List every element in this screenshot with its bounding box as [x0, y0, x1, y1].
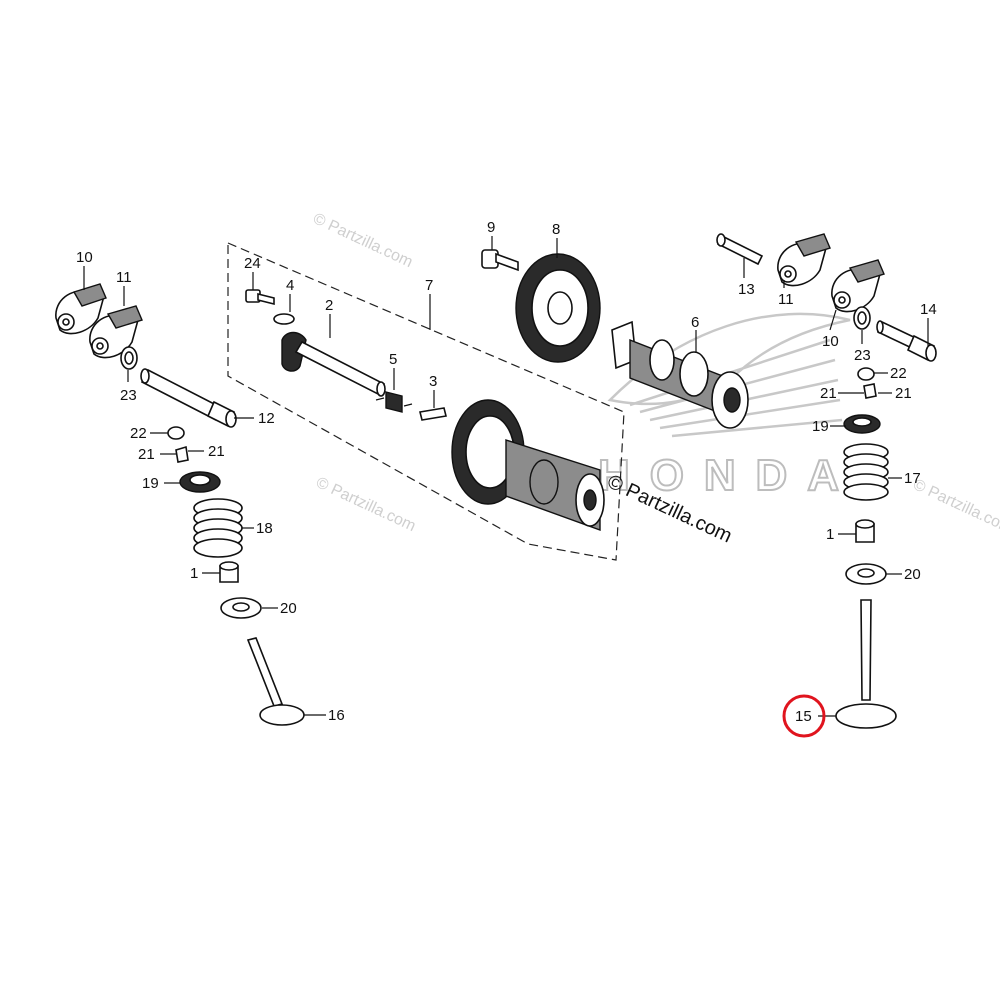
- spring-retainer-19-left: [179, 471, 221, 493]
- callout-1-left: 1: [190, 565, 198, 582]
- callout-3: 3: [429, 373, 437, 390]
- callout-14: 14: [920, 301, 937, 318]
- rocker-shaft-14: [876, 320, 937, 362]
- cotter-21-left: [175, 445, 189, 463]
- spring-5: [375, 391, 413, 413]
- rocker-arm-10-right: [831, 259, 885, 313]
- callout-20-left: 20: [280, 600, 297, 617]
- bolt-9: [481, 249, 519, 272]
- valve-15: [835, 599, 897, 729]
- callout-18: 18: [256, 520, 273, 537]
- cotter-22-right: [857, 367, 875, 381]
- callout-21-right-1: 21: [820, 385, 837, 402]
- callout-11-left: 11: [116, 269, 132, 286]
- camshaft-assembly-7: [451, 399, 605, 531]
- valve-seal-1-right: [855, 519, 875, 543]
- callout-9: 9: [487, 219, 495, 236]
- pin-3: [419, 407, 447, 421]
- callout-15: 15: [795, 708, 812, 725]
- callout-labels: 10 11 23 12 22 21 21 19 18 1 20 16 24 4 …: [76, 219, 937, 725]
- watermark-text: © Partzilla.com: [910, 476, 1000, 537]
- cotter-21-right: [863, 383, 877, 399]
- washer-4: [273, 313, 295, 325]
- callout-24: 24: [244, 255, 261, 272]
- callout-22-right: 22: [890, 365, 907, 382]
- callout-12: 12: [258, 410, 275, 427]
- callout-7: 7: [425, 277, 433, 294]
- callout-23-right: 23: [854, 347, 871, 364]
- callout-11-right: 11: [778, 291, 794, 308]
- callout-19-right: 19: [812, 418, 829, 435]
- rocker-arm-10-left: [55, 283, 107, 335]
- callout-23-left: 23: [120, 387, 137, 404]
- callout-13: 13: [738, 281, 755, 298]
- callout-10-right: 10: [822, 333, 839, 350]
- cotter-22-left: [167, 426, 185, 440]
- watermark-text: © Partzilla.com: [313, 474, 418, 535]
- callout-20-right: 20: [904, 566, 921, 583]
- washer-23-right: [853, 306, 871, 330]
- callout-21-left-1: 21: [138, 446, 155, 463]
- callout-1-right: 1: [826, 526, 834, 543]
- callout-21-right-2: 21: [895, 385, 912, 402]
- rocker-shaft-12: [140, 368, 237, 428]
- callout-19-left: 19: [142, 475, 159, 492]
- spring-seat-20-right: [845, 563, 887, 585]
- rocker-arm-11-right: [777, 233, 831, 287]
- pin-13: [716, 233, 764, 266]
- callout-22-left: 22: [130, 425, 147, 442]
- valve-16: [246, 637, 305, 726]
- callout-21-left-2: 21: [208, 443, 225, 460]
- decompressor-shaft-2: [281, 331, 386, 397]
- highlight-circle-15: [782, 694, 826, 738]
- washer-23-left: [120, 346, 138, 370]
- callout-6: 6: [691, 314, 699, 331]
- callout-10-left: 10: [76, 249, 93, 266]
- callout-16: 16: [328, 707, 345, 724]
- valve-spring-17: [843, 443, 889, 501]
- camshaft-6: [611, 320, 749, 429]
- watermark-text: © Partzilla.com: [310, 210, 415, 271]
- cam-sprocket-8: [515, 253, 601, 363]
- leader-lines: [83, 236, 929, 717]
- callout-2: 2: [325, 297, 333, 314]
- callout-17: 17: [904, 470, 921, 487]
- callout-8: 8: [552, 221, 560, 238]
- spring-seat-20-left: [220, 597, 262, 619]
- spring-retainer-19-right: [843, 414, 881, 434]
- callout-5: 5: [389, 351, 397, 368]
- valve-seal-1-left: [219, 561, 239, 583]
- valve-spring-18: [193, 498, 243, 558]
- bolt-24: [245, 289, 275, 306]
- assembly-7-box: [227, 242, 625, 561]
- callout-4: 4: [286, 277, 294, 294]
